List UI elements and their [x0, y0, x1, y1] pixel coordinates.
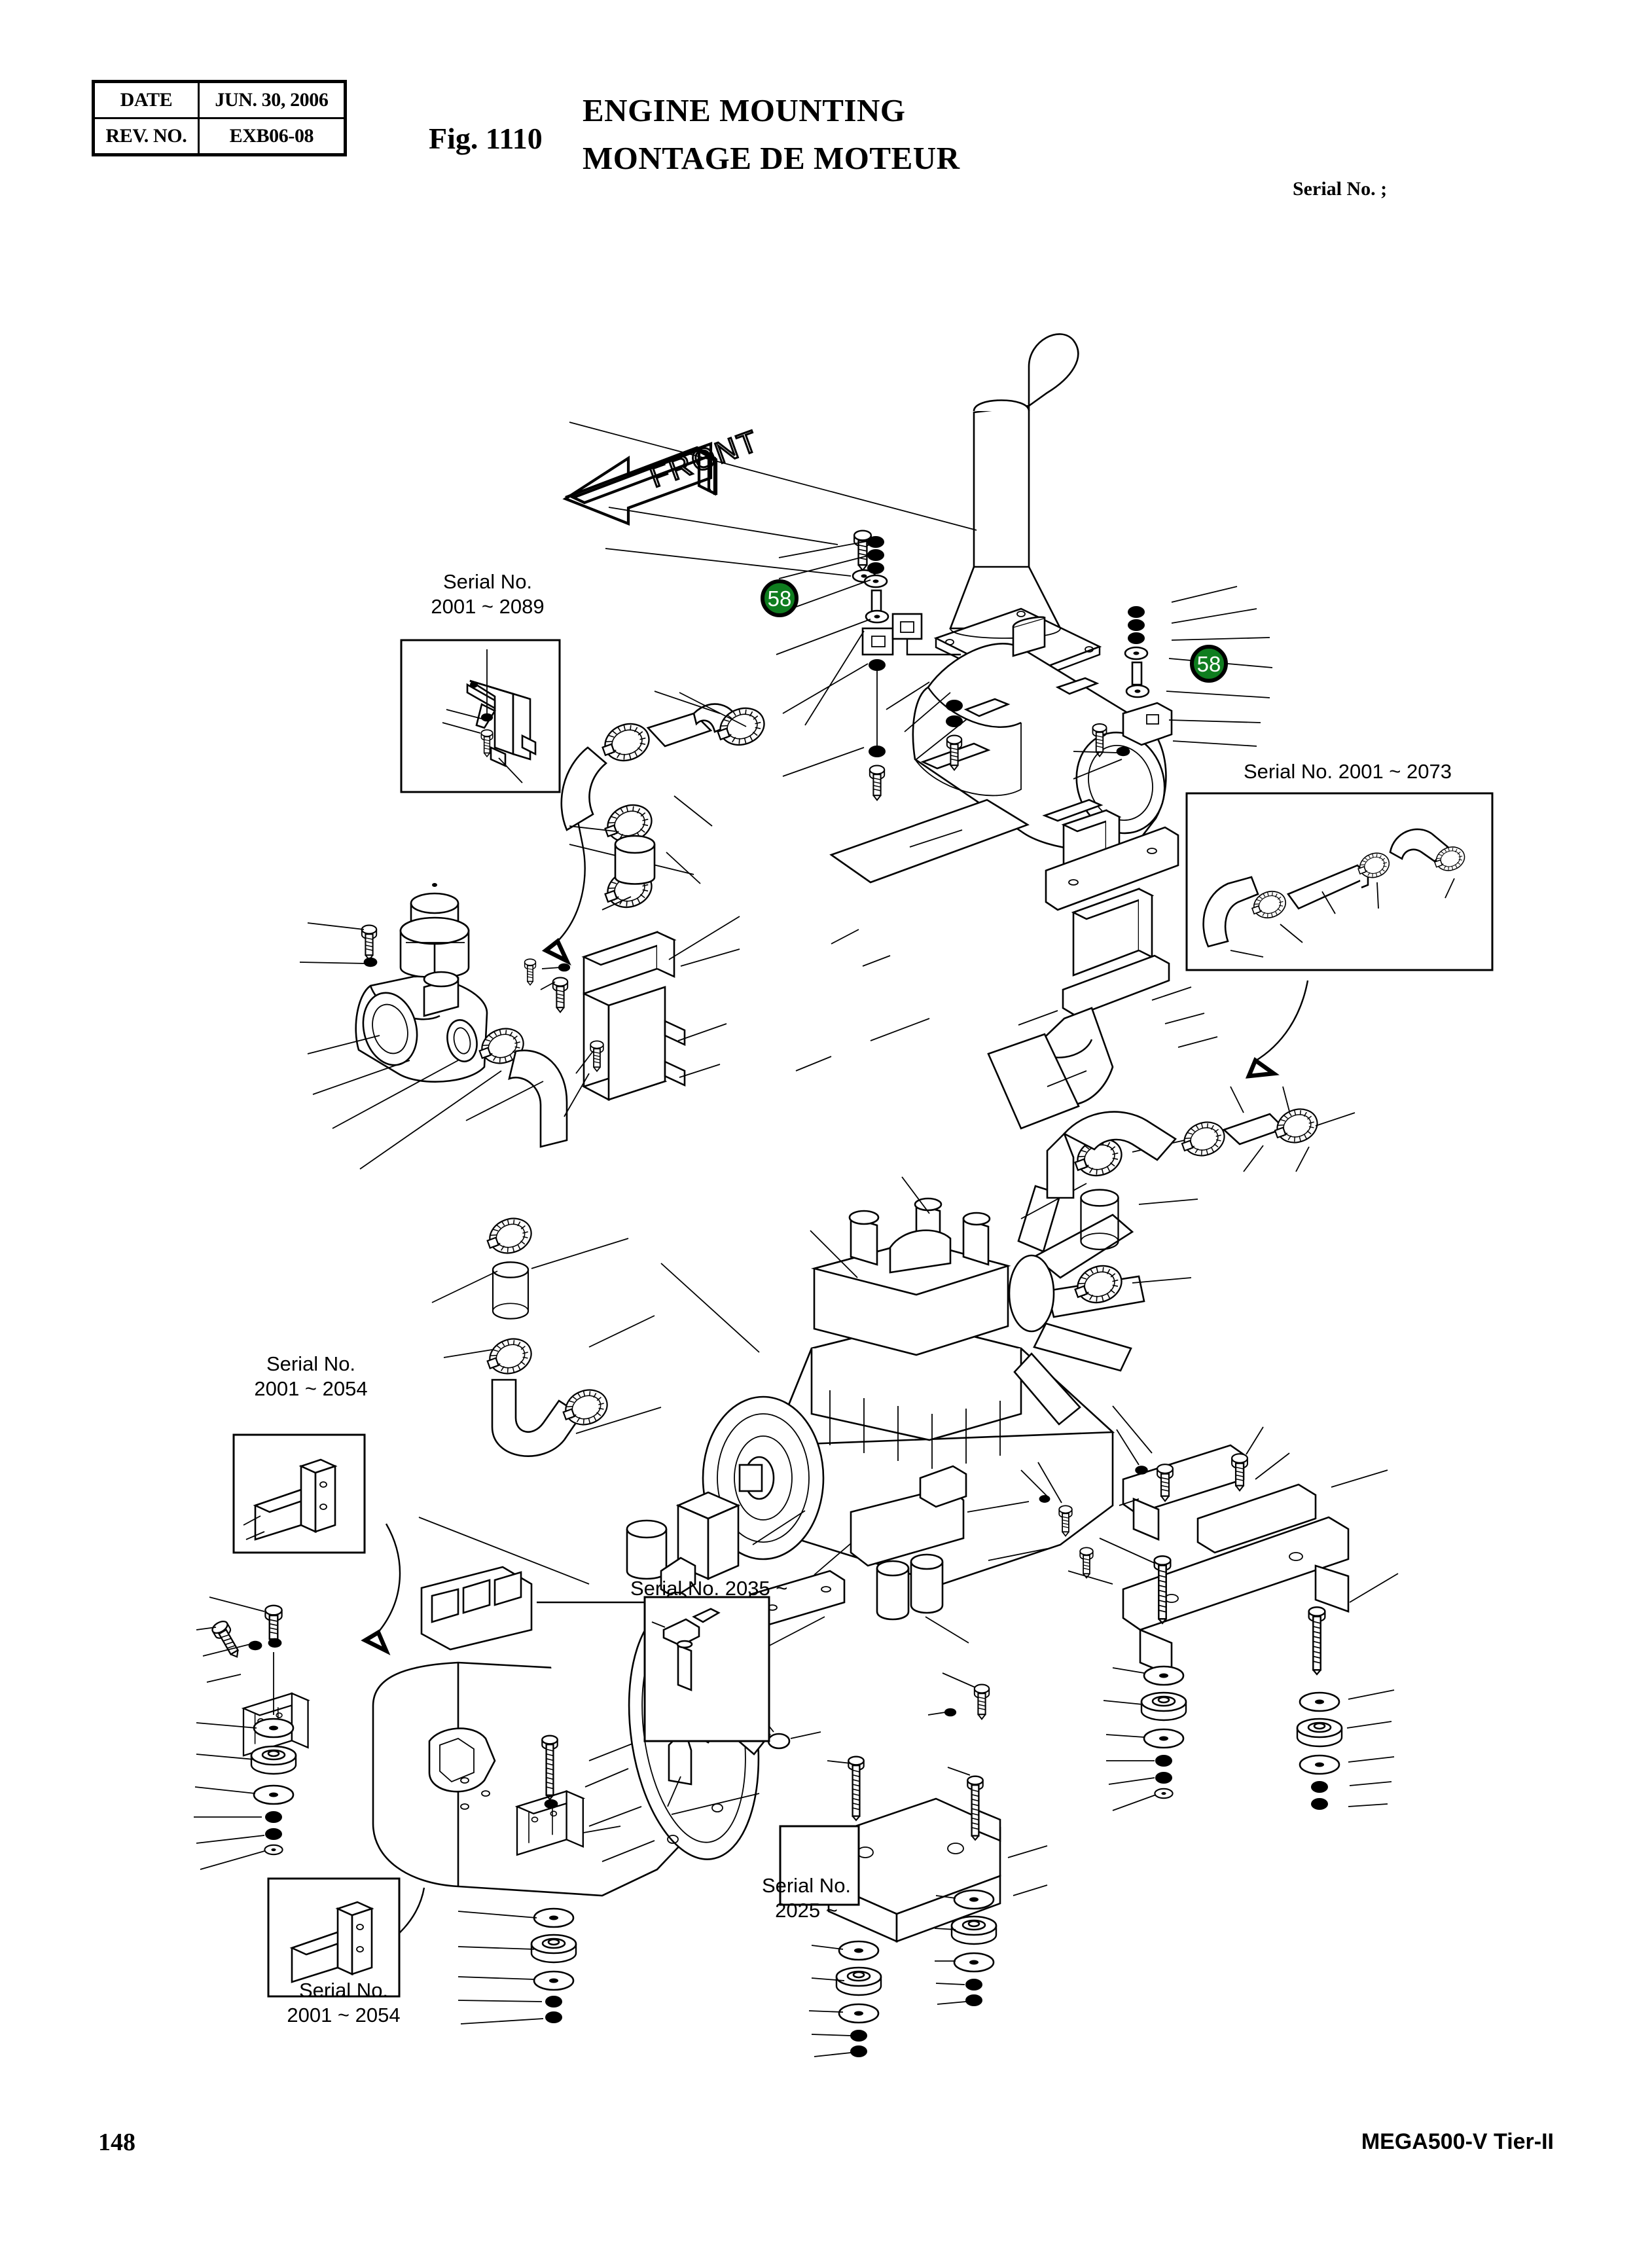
serial-note-sender-2025: Serial No. 2025 ~	[761, 1874, 852, 1922]
inset-mount-bracket-upper	[232, 1433, 366, 1554]
page-header: DATE JUN. 30, 2006 REV. NO. EXB06-08 Fig…	[0, 0, 1652, 223]
revision-info-table: DATE JUN. 30, 2006 REV. NO. EXB06-08	[92, 80, 347, 156]
callout-58-right[interactable]: 58	[1190, 645, 1228, 683]
date-value: JUN. 30, 2006	[197, 81, 347, 119]
figure-number: Fig. 1110	[429, 122, 543, 155]
serial-no-header-label: Serial No. ;	[1293, 178, 1388, 200]
page-title-english: ENGINE MOUNTING	[583, 92, 906, 128]
inset-sender-2035	[643, 1596, 770, 1742]
serial-note-mount-bracket-lower: Serial No. 2001 ~ 2054	[287, 1979, 401, 2026]
callout-58-left[interactable]: 58	[761, 579, 799, 617]
serial-note-air-cleaner-bracket: Serial No. 2001 ~ 2089	[431, 570, 545, 618]
right-mounting-rail	[1099, 1405, 1399, 1811]
page-title-french: MONTAGE DE MOTEUR	[583, 140, 960, 176]
engine-fan	[1008, 1185, 1145, 1426]
serial-note-mount-bracket-upper: Serial No. 2001 ~ 2054	[254, 1352, 368, 1400]
leader-lines	[795, 929, 1309, 1087]
front-direction-arrow: FRONT	[562, 422, 764, 526]
table-row: DATE JUN. 30, 2006	[92, 81, 347, 119]
lower-right-hardware	[927, 1462, 1113, 1720]
radiator-hose-parts	[1069, 1132, 1198, 1310]
hardware-stack-left	[776, 536, 968, 801]
hardware-stack-right	[1073, 586, 1273, 780]
inset-intake-hose	[1185, 792, 1494, 971]
rev-no-value: EXB06-08	[197, 117, 347, 156]
table-row: REV. NO. EXB06-08	[92, 117, 347, 156]
inset-air-cleaner-bracket	[400, 639, 561, 793]
air-cleaner-bracket	[540, 811, 740, 1117]
air-cleaner-assembly	[299, 844, 694, 1457]
date-label: DATE	[92, 81, 200, 119]
callout-number: 58	[767, 586, 792, 611]
callout-number: 58	[1196, 651, 1221, 676]
inset-mount-bracket-lower	[267, 1877, 401, 1998]
intake-piping-left	[560, 691, 770, 915]
rev-no-label: REV. NO.	[92, 117, 200, 156]
model-designation: MEGA500-V Tier-II	[1361, 2129, 1554, 2154]
engine-assembly	[626, 1176, 1145, 1649]
intake-hose-right	[1046, 1086, 1356, 1199]
inset-sender-2025	[779, 1825, 860, 1906]
muffler-assembly	[829, 616, 1179, 1130]
page-number: 148	[98, 2129, 135, 2156]
serial-note-intake-hose: Serial No. 2001 ~ 2073	[1244, 760, 1452, 783]
serial-note-sender-2035: Serial No. 2035 ~	[630, 1577, 788, 1600]
